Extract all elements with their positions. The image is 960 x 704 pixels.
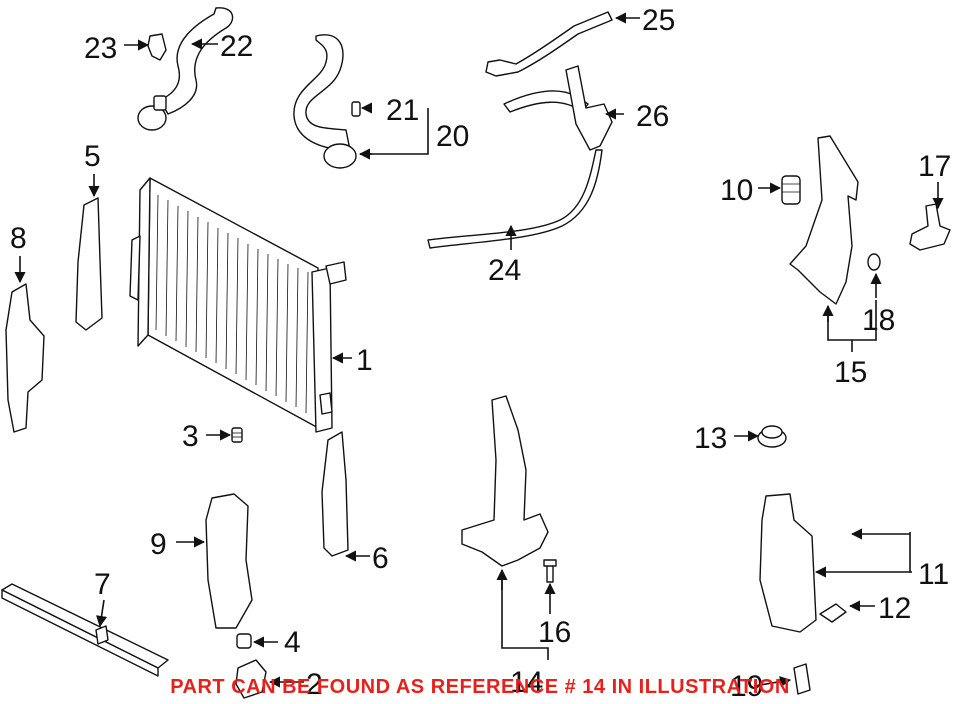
bushing-part-3 bbox=[231, 427, 243, 443]
callout-17: 17 bbox=[918, 150, 951, 183]
callout-15: 15 bbox=[834, 356, 867, 389]
rubber-sleeve-part-10 bbox=[781, 175, 801, 205]
cap-part-13 bbox=[757, 425, 787, 448]
seal-strip-part-6 bbox=[321, 431, 349, 557]
callout-4: 4 bbox=[284, 626, 301, 659]
callout-16: 16 bbox=[538, 616, 571, 649]
callout-6: 6 bbox=[372, 542, 389, 575]
seal-strip-part-5 bbox=[75, 197, 103, 331]
callout-21: 21 bbox=[386, 94, 419, 127]
callout-leaders bbox=[14, 12, 944, 688]
callout-19: 19 bbox=[730, 670, 763, 703]
bracket-part-2 bbox=[235, 659, 267, 699]
fitting-part-21 bbox=[351, 101, 361, 117]
expansion-tank-part-11 bbox=[759, 493, 817, 633]
valve-part-23 bbox=[147, 33, 167, 61]
callout-5: 5 bbox=[84, 140, 101, 173]
callout-10: 10 bbox=[720, 174, 753, 207]
grommet-part-4 bbox=[236, 633, 252, 649]
callout-18: 18 bbox=[862, 304, 895, 337]
reference-notice: PART CAN BE FOUND AS REFERENCE # 14 IN I… bbox=[170, 676, 790, 698]
callout-23: 23 bbox=[84, 32, 117, 65]
callout-11: 11 bbox=[918, 558, 949, 591]
hose-part-26 bbox=[503, 65, 613, 151]
callout-14: 14 bbox=[510, 666, 543, 699]
callout-26: 26 bbox=[636, 100, 669, 133]
connector-part-17 bbox=[909, 203, 951, 251]
sensor-part-19 bbox=[793, 663, 811, 695]
callout-8: 8 bbox=[10, 222, 27, 255]
callout-12: 12 bbox=[878, 592, 911, 625]
hose-part-25 bbox=[485, 11, 613, 77]
lower-hose-part-22 bbox=[137, 7, 234, 131]
callout-25: 25 bbox=[642, 4, 675, 37]
callout-22: 22 bbox=[220, 30, 253, 63]
tank-housing-part-9 bbox=[205, 493, 253, 629]
callout-24: 24 bbox=[488, 254, 521, 287]
clip-part-12 bbox=[819, 603, 847, 623]
callout-3: 3 bbox=[182, 420, 199, 453]
bolt-part-16 bbox=[543, 559, 557, 583]
callout-9: 9 bbox=[150, 528, 167, 561]
radiator-part bbox=[129, 177, 347, 433]
callout-20: 20 bbox=[436, 120, 469, 153]
callout-7: 7 bbox=[94, 568, 111, 601]
callout-1: 1 bbox=[356, 344, 373, 377]
reservoir-bracket-part-14 bbox=[461, 395, 549, 567]
air-guide-part-8 bbox=[5, 283, 45, 433]
callout-13: 13 bbox=[694, 422, 727, 455]
reservoir-bracket-part-15 bbox=[789, 135, 859, 305]
long-hose-part-24 bbox=[427, 149, 603, 249]
o-ring-part-18 bbox=[867, 253, 881, 271]
callout-2: 2 bbox=[306, 668, 323, 701]
upper-hose-part-20 bbox=[293, 34, 357, 169]
air-duct-part-7 bbox=[1, 583, 169, 677]
